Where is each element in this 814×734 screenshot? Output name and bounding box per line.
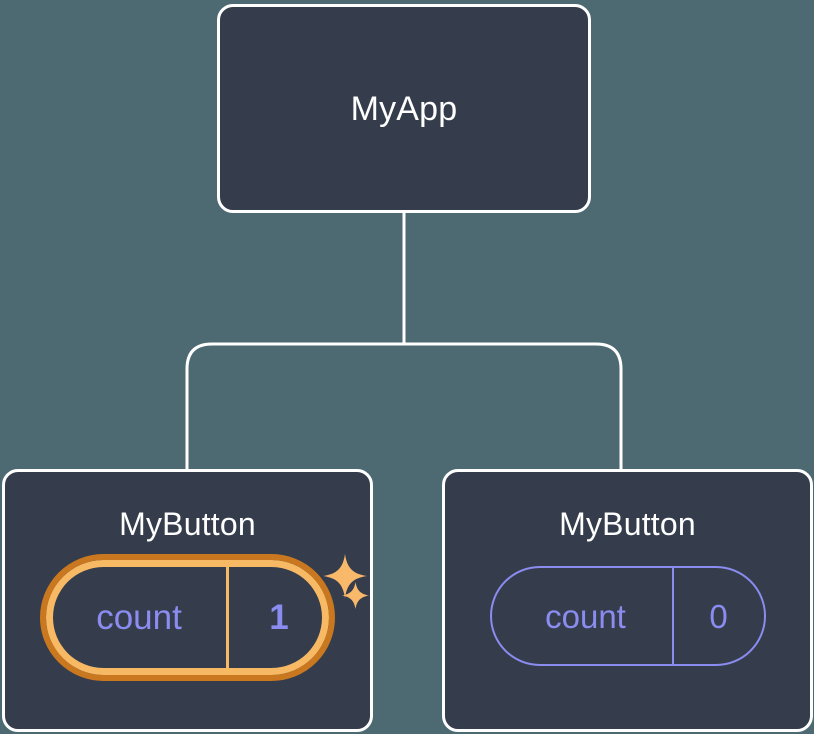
state-pill-right-key: count xyxy=(545,597,626,635)
state-pill-left-key: count xyxy=(96,598,182,637)
node-myapp-label: MyApp xyxy=(350,89,458,128)
node-mybutton-right-label: MyButton xyxy=(559,506,696,542)
node-mybutton-right[interactable]: MyButton count 0 xyxy=(442,469,813,732)
state-pill-left-wrapper: count 1 xyxy=(40,554,369,681)
state-pill-right-value: 0 xyxy=(671,568,764,664)
state-pill-right-wrapper: count 0 xyxy=(489,566,766,666)
node-myapp[interactable]: MyApp xyxy=(217,4,591,213)
state-pill-left[interactable]: count 1 xyxy=(40,554,335,681)
state-pill-left-value: 1 xyxy=(226,560,329,675)
sparkle-small-icon xyxy=(342,582,369,609)
connector-branch-bus xyxy=(185,342,623,469)
node-mybutton-left-label: MyButton xyxy=(119,506,256,542)
state-pill-right[interactable]: count 0 xyxy=(489,566,766,666)
node-mybutton-left[interactable]: MyButton count 1 xyxy=(2,469,373,732)
